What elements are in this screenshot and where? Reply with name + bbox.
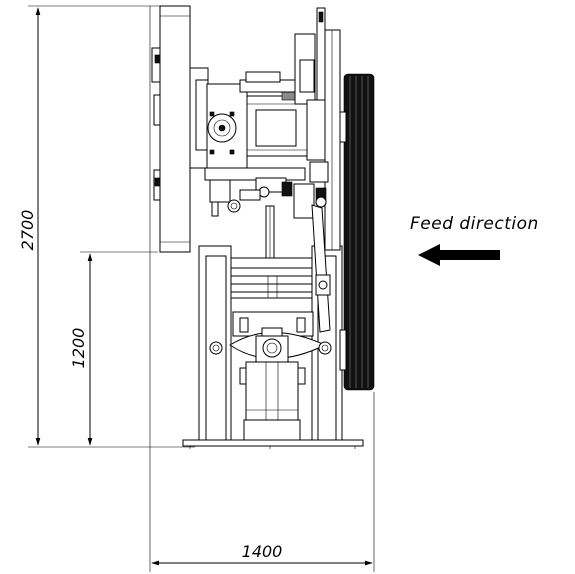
machine-frame: [151, 5, 375, 449]
left-flywheel-plate: [159, 5, 191, 253]
feed-direction-arrow: [418, 244, 500, 266]
belt-pulley: [339, 73, 375, 391]
dimension-lower-height-label: 1200: [69, 328, 88, 369]
dimension-total-height-label: 2700: [18, 210, 37, 251]
feed-direction-annotation: Feed direction: [410, 214, 539, 266]
dimension-lower-height: 1200: [69, 251, 158, 446]
feed-direction-label: Feed direction: [410, 214, 539, 234]
dimension-width-label: 1400: [242, 542, 283, 561]
dimension-total-height: 2700: [18, 5, 195, 448]
dimension-width: 1400: [149, 6, 375, 572]
